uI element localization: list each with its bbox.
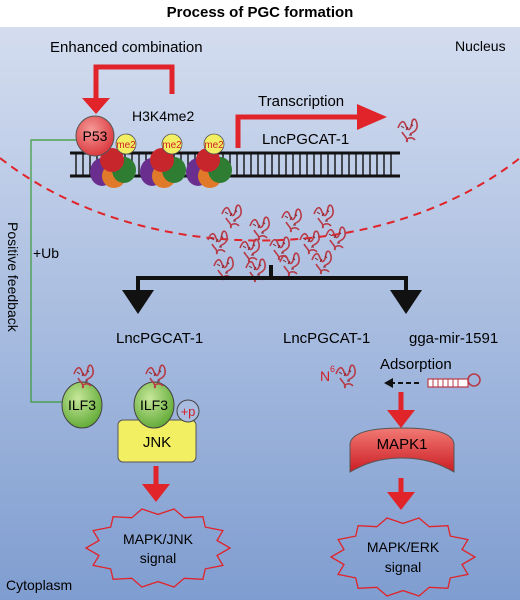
n6-superscript: 6 (330, 364, 335, 374)
me2-text-1: me2 (116, 140, 136, 151)
lnc-right-label: LncPGCAT-1 (283, 330, 370, 347)
jnk-label: JNK (143, 434, 171, 451)
branch-arrow (122, 265, 422, 314)
mapk-jnk-signal: MAPK/JNK signal (84, 508, 232, 588)
nucleosome-3 (186, 148, 232, 188)
mapk-jnk-signal-line1: MAPK/JNK (123, 531, 194, 547)
lnc-left-label: LncPGCAT-1 (116, 330, 203, 347)
me2-mark-1: me2 (115, 133, 137, 155)
me2-mark-2: me2 (161, 133, 183, 155)
adsorption-arrow (384, 378, 420, 388)
nucleosome-2 (140, 148, 186, 188)
positive-feedback-label: Positive feedback (5, 222, 21, 333)
enhanced-combination-label: Enhanced combination (50, 39, 203, 56)
page-title: Process of PGC formation (167, 4, 354, 21)
cell-background (0, 27, 520, 600)
mapk-jnk-signal-line2: signal (140, 550, 177, 566)
ub-label: +Ub (33, 245, 59, 261)
transcription-arrow-line (235, 114, 360, 148)
enhanced-arrow-line (93, 64, 175, 101)
me2-text-2: me2 (162, 140, 182, 151)
nuclear-membrane (0, 157, 520, 242)
n6-label: N (320, 368, 330, 384)
adsorption-label: Adsorption (380, 356, 452, 373)
mapk-erk-signal: MAPK/ERK signal (329, 517, 477, 597)
transcription-arrow-head (357, 104, 387, 130)
mirna-hairpin-icon (427, 373, 481, 388)
transcription-label: Transcription (258, 93, 344, 110)
mapk1-protein: MAPK1 (349, 427, 455, 473)
enhanced-arrow-head (82, 98, 110, 114)
mapk1-arrow (387, 478, 415, 510)
p53-label: P53 (83, 128, 108, 144)
nucleosome-1 (90, 148, 136, 188)
adsorption-down-arrow (387, 392, 415, 428)
ilf3-left: ILF3 (61, 364, 103, 429)
ilf3-right-label: ILF3 (140, 397, 168, 413)
phospho-circle (176, 399, 200, 423)
feedback-line (30, 139, 76, 403)
ilf3-left-label: ILF3 (68, 397, 96, 413)
p53-protein: P53 (75, 115, 115, 157)
cytoplasm-label: Cytoplasm (6, 577, 72, 593)
phospho-label: +p (181, 404, 196, 419)
h3k4me2-label: H3K4me2 (132, 108, 194, 124)
mapk1-label: MAPK1 (377, 436, 428, 453)
lnc-gene-label: LncPGCAT-1 (262, 131, 349, 148)
me2-mark-3: me2 (203, 133, 225, 155)
mapk-erk-signal-line2: signal (385, 559, 422, 575)
mir-label: gga-mir-1591 (409, 330, 498, 347)
mapk-erk-signal-line1: MAPK/ERK (367, 539, 440, 555)
me2-text-3: me2 (204, 140, 224, 151)
jnk-complex: JNK ILF3 +p (117, 364, 200, 463)
nucleus-label: Nucleus (455, 38, 506, 54)
jnk-arrow (142, 466, 170, 502)
